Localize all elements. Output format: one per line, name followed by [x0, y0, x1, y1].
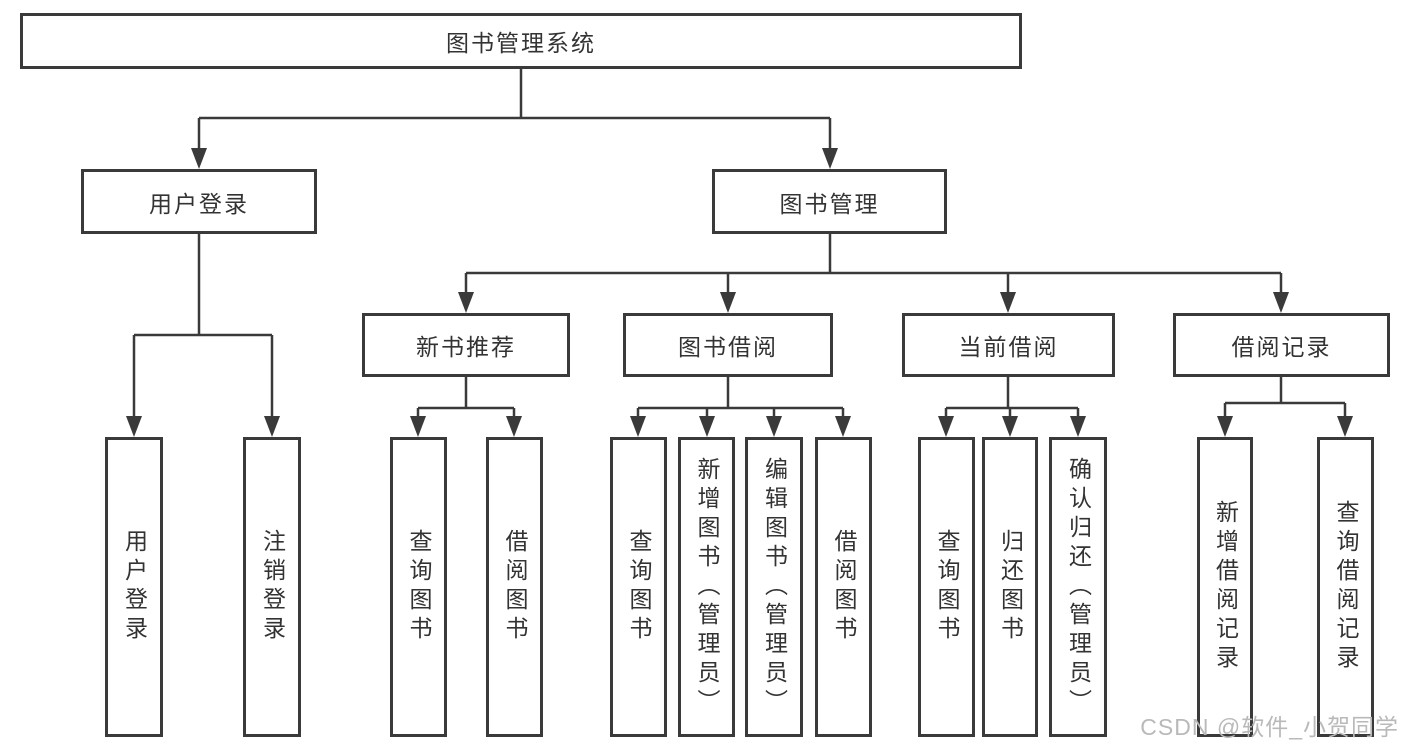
arrowhead-icon	[835, 416, 851, 437]
leaf-query-books-recommend: 查询图书	[390, 437, 447, 737]
node-label: 当前借阅	[958, 334, 1059, 360]
leaf-query-borrow-record: 查询借阅记录	[1317, 437, 1374, 737]
arrowhead-icon	[1337, 416, 1353, 437]
arrowhead-icon	[1070, 416, 1086, 437]
arrowhead-icon	[699, 416, 715, 437]
arrowhead-icon	[720, 292, 736, 313]
node-label: 新书推荐	[416, 334, 516, 360]
leaf-label: 查询借阅记录	[1333, 500, 1359, 674]
leaf-edit-book-admin: 编辑图书（管理员）	[745, 437, 803, 737]
node-root-library-system: 图书管理系统	[20, 13, 1022, 69]
leaf-confirm-return-admin: 确认归还（管理员）	[1049, 437, 1107, 737]
arrowhead-icon	[410, 416, 426, 437]
arrowhead-icon	[506, 416, 522, 437]
node-user-login: 用户登录	[81, 169, 317, 234]
arrowhead-icon	[1217, 416, 1233, 437]
leaf-label: 用户登录	[121, 529, 148, 645]
arrowhead-icon	[766, 416, 782, 437]
leaf-label: 查询图书	[934, 529, 960, 645]
leaf-add-book-admin: 新增图书（管理员）	[678, 437, 735, 737]
node-label: 借阅记录	[1231, 334, 1332, 360]
node-borrow-records: 借阅记录	[1173, 313, 1390, 377]
arrowhead-icon	[1273, 292, 1289, 313]
leaf-borrow-books: 借阅图书	[815, 437, 872, 737]
leaf-label: 注销登录	[259, 529, 286, 645]
node-current-borrow: 当前借阅	[902, 313, 1115, 377]
leaf-user-login: 用户登录	[105, 437, 163, 737]
leaf-label: 查询图书	[406, 529, 432, 645]
arrowhead-icon	[458, 292, 474, 313]
leaf-logout: 注销登录	[243, 437, 301, 737]
arrowhead-icon	[630, 416, 646, 437]
leaf-add-borrow-record: 新增借阅记录	[1197, 437, 1253, 737]
leaf-label: 编辑图书（管理员）	[761, 456, 788, 718]
leaf-return-book: 归还图书	[982, 437, 1038, 737]
leaf-label: 新增借阅记录	[1212, 500, 1239, 674]
leaf-borrow-books-recommend: 借阅图书	[486, 437, 543, 737]
arrowhead-icon	[938, 416, 954, 437]
leaf-label: 借阅图书	[831, 529, 857, 645]
arrowhead-icon	[822, 148, 838, 169]
leaf-label: 归还图书	[997, 529, 1024, 645]
node-book-management: 图书管理	[712, 169, 947, 234]
leaf-label: 借阅图书	[502, 529, 528, 645]
watermark: CSDN @软件_小贺同学	[1140, 714, 1399, 740]
arrowhead-icon	[126, 416, 142, 437]
leaf-label: 新增图书（管理员）	[694, 456, 720, 718]
node-label: 用户登录	[149, 190, 249, 217]
node-book-borrow: 图书借阅	[623, 313, 833, 377]
arrowhead-icon	[1000, 292, 1016, 313]
arrowhead-icon	[191, 148, 207, 169]
node-label: 图书借阅	[678, 334, 778, 360]
arrowhead-icon	[1002, 416, 1018, 437]
leaf-query-books-current: 查询图书	[918, 437, 975, 737]
node-label: 图书管理	[779, 190, 880, 217]
leaf-query-books-borrow: 查询图书	[610, 437, 667, 737]
leaf-label: 查询图书	[626, 529, 652, 645]
node-label: 图书管理系统	[446, 30, 596, 56]
arrowhead-icon	[264, 416, 280, 437]
leaf-label: 确认归还（管理员）	[1065, 456, 1092, 718]
node-new-book-recommend: 新书推荐	[362, 313, 570, 377]
